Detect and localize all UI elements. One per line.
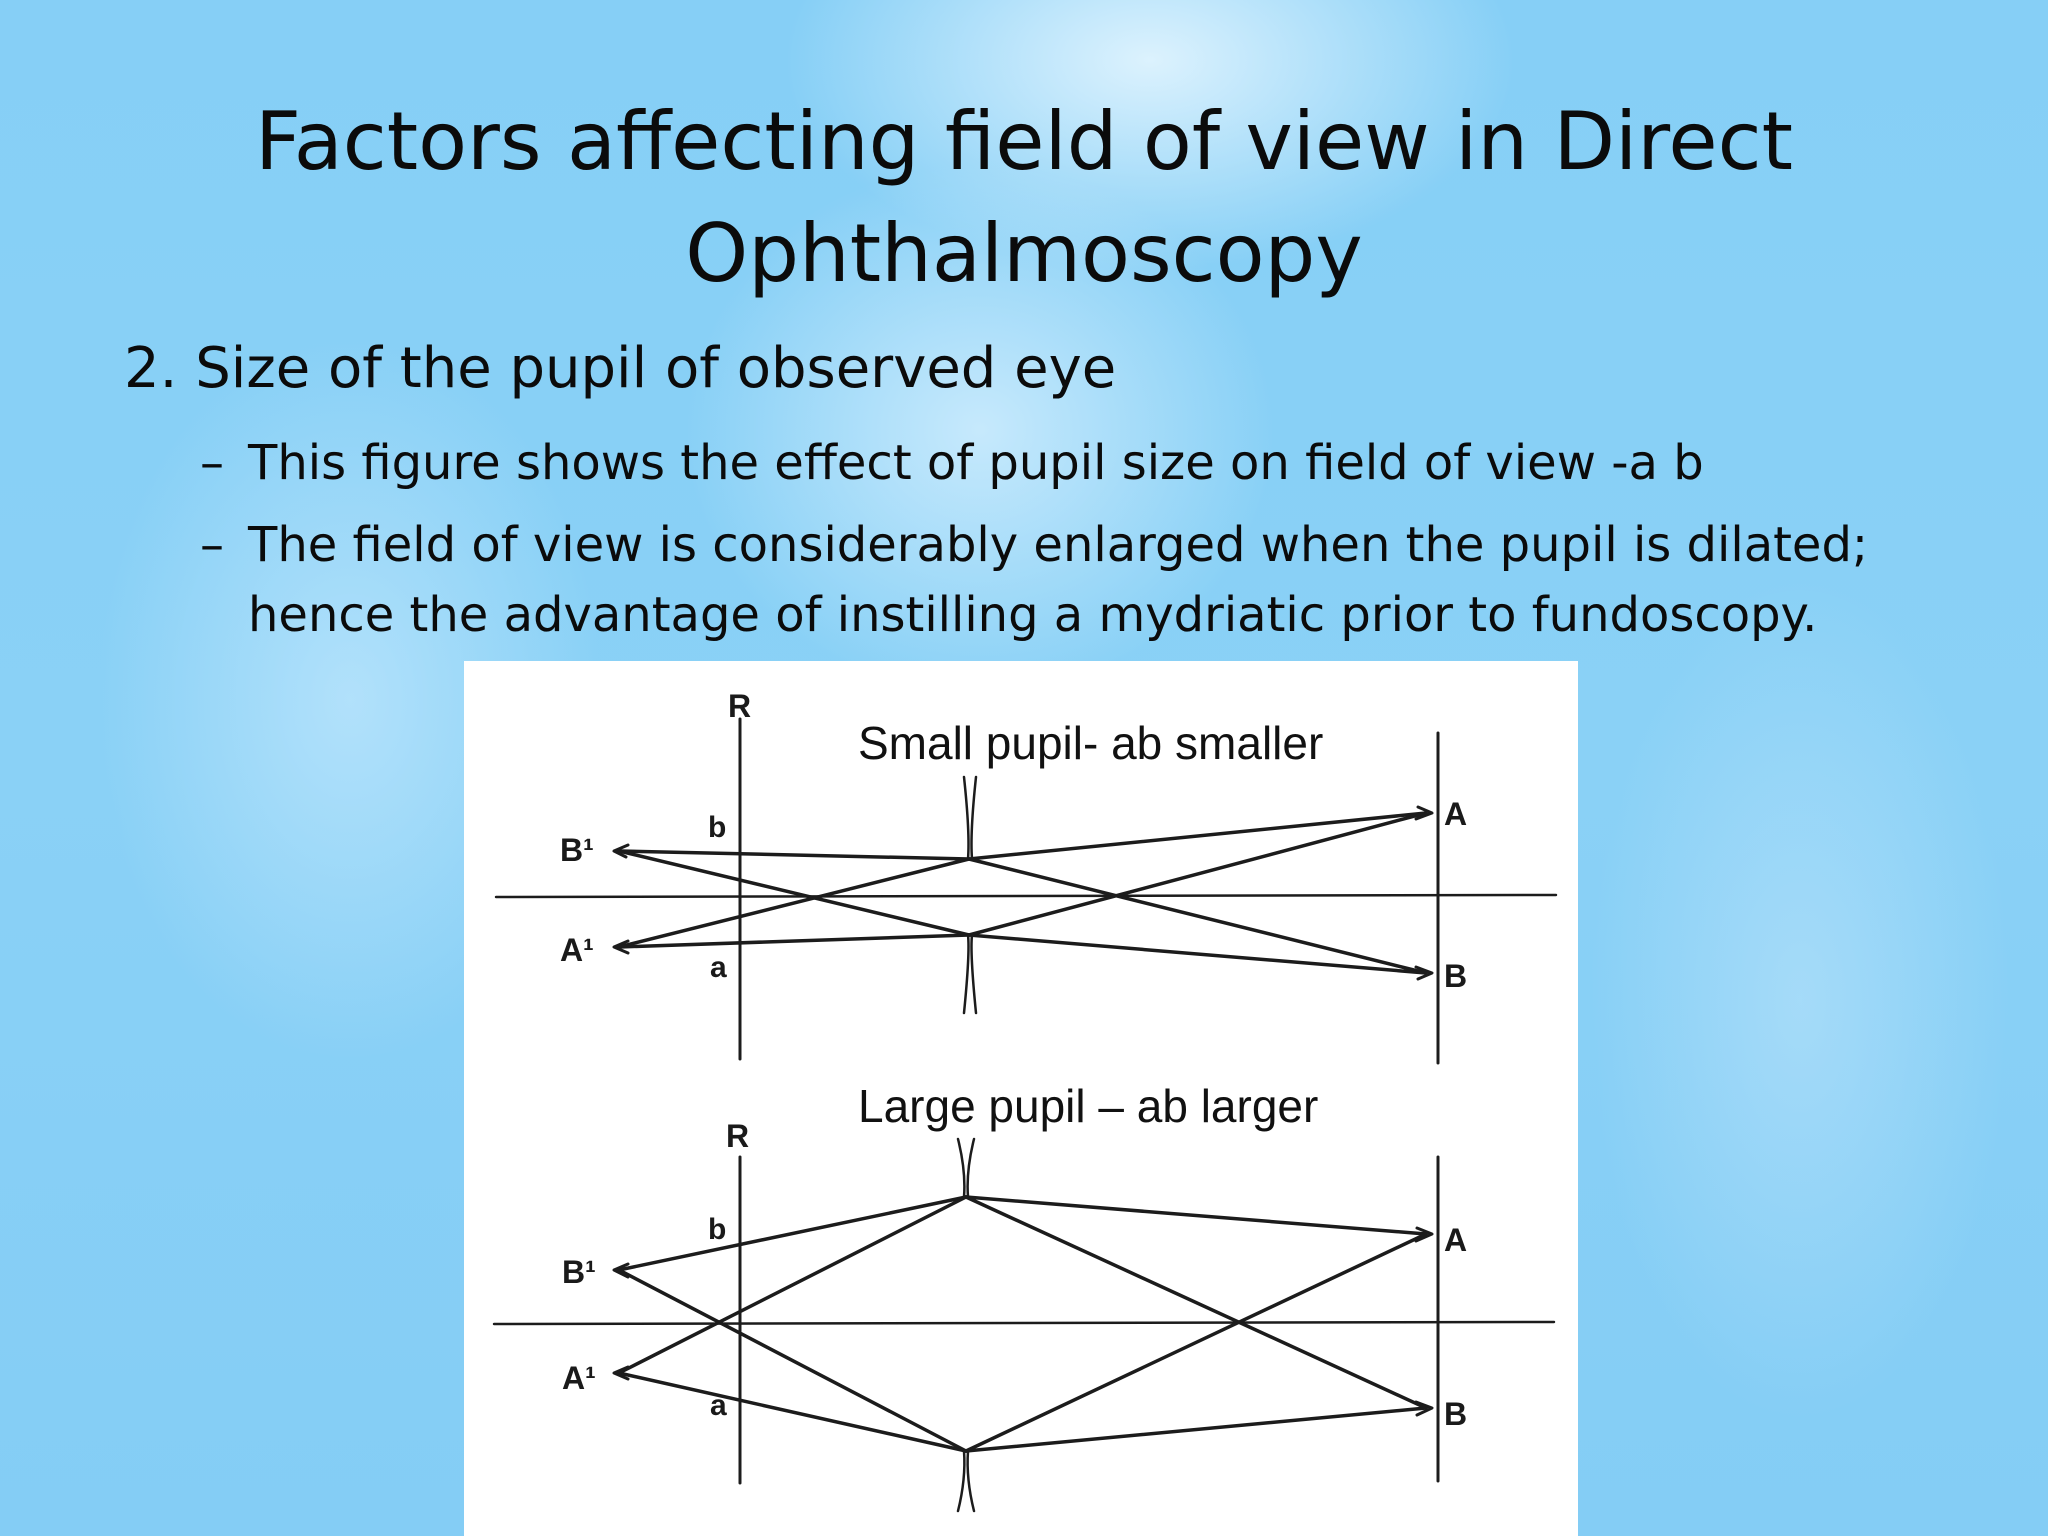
top-label-B: B (1444, 958, 1467, 994)
subpoint-2-text: The field of view is considerably enlarg… (248, 517, 1869, 643)
top-small-pupil (962, 775, 978, 1015)
main-point: 2. Size of the pupil of observed eye (124, 336, 1117, 401)
bottom-optical-axis (492, 1320, 1556, 1326)
bottom-arrow-A1 (612, 1365, 630, 1381)
top-label-R: R (728, 688, 751, 724)
slide-title: Factors affecting field of view in Direc… (255, 95, 1793, 300)
bottom-label-R: R (726, 1118, 749, 1154)
top-arrow-B1 (612, 843, 630, 859)
top-arrow-A1 (612, 939, 630, 955)
bottom-arrow-A (1414, 1226, 1434, 1243)
subpoint-1: – This figure shows the effect of pupil … (200, 428, 1704, 498)
bottom-rays (617, 1195, 1428, 1453)
top-arrow-A (1414, 805, 1434, 821)
top-label-A1: A¹ (560, 932, 594, 968)
small-pupil-caption: Small pupil- ab smaller (858, 717, 1324, 769)
bottom-large-pupil (956, 1137, 976, 1513)
bottom-label-A1: A¹ (562, 1360, 596, 1396)
bottom-arrow-B (1414, 1400, 1434, 1417)
bottom-arrow-B1 (612, 1262, 630, 1279)
top-label-A: A (1444, 796, 1467, 832)
bottom-label-B1: B¹ (562, 1254, 596, 1290)
pupil-size-diagram: R b a B¹ A¹ A B R b a B¹ A¹ A B Small pu… (464, 661, 1578, 1536)
subpoint-2: – The field of view is considerably enla… (200, 510, 1928, 650)
top-rays (617, 811, 1428, 975)
top-label-a: a (710, 951, 727, 984)
bottom-label-B: B (1444, 1396, 1467, 1432)
top-arrow-B (1414, 965, 1434, 981)
dash-bullet: – (200, 517, 224, 573)
bottom-label-a: a (710, 1389, 727, 1422)
ray-diagram: R b a B¹ A¹ A B R b a B¹ A¹ A B (492, 688, 1558, 1513)
top-label-b: b (708, 811, 726, 844)
top-label-B1: B¹ (560, 832, 594, 868)
bottom-label-A: A (1444, 1222, 1467, 1258)
large-pupil-caption: Large pupil – ab larger (858, 1080, 1319, 1132)
bottom-label-b: b (708, 1213, 726, 1246)
top-optical-axis (494, 893, 1558, 899)
dash-bullet: – (200, 435, 224, 491)
subpoint-1-text: This figure shows the effect of pupil si… (248, 435, 1704, 491)
